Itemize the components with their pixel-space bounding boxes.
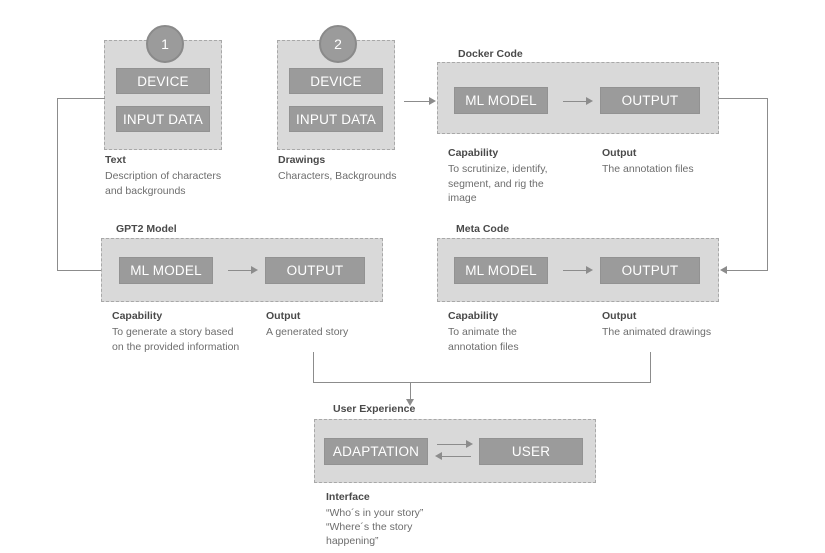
panel-title-gpt2-model: GPT2 Model bbox=[116, 223, 177, 235]
panel-title-user-experience: User Experience bbox=[333, 403, 416, 415]
arrowhead-docker-internal bbox=[586, 96, 593, 105]
panel-title-meta-code: Meta Code bbox=[456, 223, 510, 235]
arrowhead-user-to-adaptation bbox=[435, 451, 442, 460]
arrowhead-right-loop bbox=[720, 265, 727, 274]
connector-user-to-adaptation bbox=[441, 456, 471, 457]
connector-right-loop-bottom bbox=[727, 270, 768, 271]
arrowhead-meta-internal bbox=[586, 265, 593, 274]
output-text-gpt2: A generated story bbox=[266, 326, 349, 338]
block-device-2[interactable]: DEVICE bbox=[289, 68, 383, 94]
capability-text-gpt2: To generate a story based on the provide… bbox=[112, 326, 240, 353]
block-input-data-1[interactable]: INPUT DATA bbox=[116, 106, 210, 132]
connector-right-loop-top bbox=[719, 98, 768, 99]
capability-text-docker: To scrutinize, identify, segment, and ri… bbox=[448, 163, 548, 204]
interface-label: Interface bbox=[326, 491, 370, 503]
caption-title-text: Text bbox=[105, 154, 126, 166]
panel-title-docker-code: Docker Code bbox=[458, 48, 523, 60]
arrowhead-adaptation-to-user bbox=[466, 439, 473, 448]
connector-left-loop-vertical bbox=[57, 98, 58, 270]
connector-docker-internal bbox=[563, 101, 587, 102]
interface-line-3: happening” bbox=[326, 535, 379, 547]
connector-left-loop-bottom bbox=[57, 270, 117, 271]
connector-adaptation-to-user bbox=[437, 444, 467, 445]
block-ml-model-meta[interactable]: ML MODEL bbox=[454, 257, 548, 284]
output-text-meta: The animated drawings bbox=[602, 326, 712, 338]
connector-merge-down bbox=[410, 382, 411, 400]
capability-text-meta: To animate the annotation files bbox=[448, 326, 519, 353]
connector-gpt2-internal bbox=[228, 270, 252, 271]
block-input-data-2[interactable]: INPUT DATA bbox=[289, 106, 383, 132]
capability-label-docker: Capability bbox=[448, 147, 499, 159]
output-label-docker: Output bbox=[602, 147, 637, 159]
caption-body-drawings: Characters, Backgrounds bbox=[278, 170, 397, 182]
connector-meta-internal bbox=[563, 270, 587, 271]
connector-merge-horizontal bbox=[313, 382, 651, 383]
connector-right-loop-vertical bbox=[767, 98, 768, 270]
connector-left-loop-top bbox=[57, 98, 105, 99]
arrowhead-merge-down bbox=[405, 399, 414, 406]
block-user[interactable]: USER bbox=[479, 438, 583, 465]
output-label-meta: Output bbox=[602, 310, 637, 322]
block-ml-model-docker[interactable]: ML MODEL bbox=[454, 87, 548, 114]
block-output-gpt2[interactable]: OUTPUT bbox=[265, 257, 365, 284]
block-device-1[interactable]: DEVICE bbox=[116, 68, 210, 94]
block-adaptation[interactable]: ADAPTATION bbox=[324, 438, 428, 465]
caption-body-text: Description of characters and background… bbox=[105, 170, 222, 197]
connector-drawings-to-docker bbox=[404, 101, 430, 102]
block-ml-model-gpt2[interactable]: ML MODEL bbox=[119, 257, 213, 284]
capability-label-gpt2: Capability bbox=[112, 310, 163, 322]
connector-merge-left-riser bbox=[313, 352, 314, 382]
step-circle-1: 1 bbox=[146, 25, 184, 63]
capability-label-meta: Capability bbox=[448, 310, 499, 322]
step-circle-2: 2 bbox=[319, 25, 357, 63]
connector-merge-right-riser bbox=[650, 352, 651, 382]
block-output-meta[interactable]: OUTPUT bbox=[600, 257, 700, 284]
interface-line-2: “Where´s the story bbox=[326, 521, 413, 533]
arrowhead-gpt2-internal bbox=[251, 265, 258, 274]
interface-line-1: “Who´s in your story” bbox=[326, 507, 424, 519]
output-text-docker: The annotation files bbox=[602, 163, 694, 175]
arrowhead-drawings-to-docker bbox=[429, 96, 436, 105]
block-output-docker[interactable]: OUTPUT bbox=[600, 87, 700, 114]
caption-title-drawings: Drawings bbox=[278, 154, 326, 166]
output-label-gpt2: Output bbox=[266, 310, 301, 322]
